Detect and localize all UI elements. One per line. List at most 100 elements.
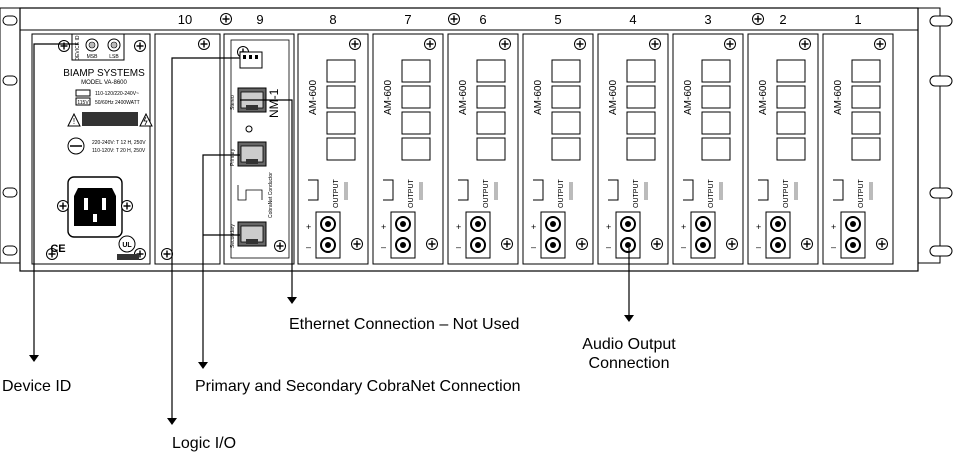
minus-terminal-label: – <box>456 242 461 252</box>
module-window <box>776 59 806 83</box>
primary-cobranet-port[interactable] <box>237 141 267 167</box>
slot-10-blank-panel <box>154 33 221 265</box>
device-id-callout: Device ID <box>2 378 71 395</box>
power-inlet[interactable] <box>67 176 123 238</box>
fuse-holder-icon[interactable] <box>67 137 85 155</box>
secondary-cobranet-port[interactable] <box>237 221 267 247</box>
panel-screw-icon <box>575 237 589 251</box>
module-window <box>326 59 356 83</box>
module-window <box>401 85 431 109</box>
audio-output-connector[interactable] <box>465 211 491 259</box>
fuse-rating-line2: 110-120V: T 20 H, 250V <box>92 148 146 154</box>
module-window <box>551 137 581 161</box>
output-spec-label <box>794 182 798 200</box>
panel-screw-icon <box>723 37 737 51</box>
module-window <box>326 85 356 109</box>
panel-screw-icon <box>798 37 812 51</box>
secondary-port-label: Secondary <box>230 224 236 248</box>
audio-output-connector[interactable] <box>540 211 566 259</box>
nm-model-label: NM-1 <box>267 88 281 118</box>
arrowhead-icon <box>29 355 39 362</box>
device-id-msb-dial[interactable] <box>85 38 99 52</box>
audio-output-connector[interactable] <box>615 211 641 259</box>
plus-terminal-label: + <box>381 222 386 232</box>
cobranet-label: CobraNet Conductor <box>268 172 274 218</box>
plus-terminal-label: + <box>456 222 461 232</box>
plus-terminal-label: + <box>531 222 536 232</box>
slot-number-7: 7 <box>404 12 411 27</box>
module-window <box>851 111 881 135</box>
plus-terminal-label: + <box>681 222 686 232</box>
output-label: OUTPUT <box>408 179 415 209</box>
module-bracket <box>458 179 469 201</box>
module-window <box>326 137 356 161</box>
logic-io-callout: Logic I/O <box>172 435 236 452</box>
output-spec-label <box>869 182 873 200</box>
warning-icon: ! <box>67 112 81 127</box>
inlet-screw-icon <box>56 199 70 213</box>
module-window <box>401 59 431 83</box>
minus-terminal-label: – <box>756 242 761 252</box>
module-window <box>401 137 431 161</box>
warning-plate <box>82 112 138 126</box>
module-label: AM-600 <box>683 80 694 115</box>
arrowhead-icon <box>287 297 297 304</box>
panel-screw-icon <box>273 239 287 253</box>
logic-io-connector[interactable] <box>239 51 263 69</box>
output-spec-label <box>644 182 648 200</box>
voltage-switch[interactable] <box>75 89 91 97</box>
callout-lines <box>33 43 630 418</box>
amplifier-modules: AM-600OUTPUT+–AM-600OUTPUT+–AM-600OUTPUT… <box>297 33 894 265</box>
module-bracket <box>833 179 844 201</box>
panel-screw-icon <box>423 37 437 51</box>
module-window <box>851 85 881 109</box>
output-spec-label <box>569 182 573 200</box>
output-label: OUTPUT <box>333 179 340 209</box>
audio-output-connector[interactable] <box>765 211 791 259</box>
output-spec-label <box>719 182 723 200</box>
minus-terminal-label: – <box>831 242 836 252</box>
panel-screw-icon <box>348 37 362 51</box>
rail-screw-icon <box>447 12 461 26</box>
device-id-caption: DEVICE ID <box>75 35 81 60</box>
audio-output-connector[interactable] <box>690 211 716 259</box>
slot-number-5: 5 <box>554 12 561 27</box>
module-window <box>476 85 506 109</box>
plus-terminal-label: + <box>756 222 761 232</box>
panel-screw-icon <box>197 37 211 51</box>
port-link-diagram <box>237 185 263 201</box>
module-window <box>626 59 656 83</box>
module-window <box>326 111 356 135</box>
panel-screw-icon <box>350 237 364 251</box>
device-id-lsb-dial[interactable] <box>107 38 121 52</box>
module-bracket <box>308 179 319 201</box>
arrowhead-icon <box>198 362 208 369</box>
panel-screw-icon <box>648 37 662 51</box>
voltage-select-label: 115V <box>77 100 89 106</box>
slot-number-6: 6 <box>479 12 486 27</box>
slot-number-10: 10 <box>178 12 192 27</box>
rail-screw-icon <box>751 12 765 26</box>
output-spec-label <box>419 182 423 200</box>
audio-output-connector[interactable] <box>840 211 866 259</box>
audio-output-connector[interactable] <box>390 211 416 259</box>
panel-screw-icon <box>875 237 889 251</box>
output-label: OUTPUT <box>858 179 865 209</box>
status-led-icon <box>245 125 253 133</box>
module-bracket <box>383 179 394 201</box>
minus-terminal-label: – <box>306 242 311 252</box>
module-window <box>476 59 506 83</box>
panel-screw-icon <box>873 37 887 51</box>
audio-output-connector[interactable] <box>315 211 341 259</box>
module-label: AM-600 <box>308 80 319 115</box>
module-bracket <box>533 179 544 201</box>
module-window <box>626 137 656 161</box>
panel-screw-icon <box>573 37 587 51</box>
cobranet-primary-leader <box>202 154 240 362</box>
plus-terminal-label: + <box>831 222 836 232</box>
minus-terminal-label: – <box>606 242 611 252</box>
module-label: AM-600 <box>533 80 544 115</box>
